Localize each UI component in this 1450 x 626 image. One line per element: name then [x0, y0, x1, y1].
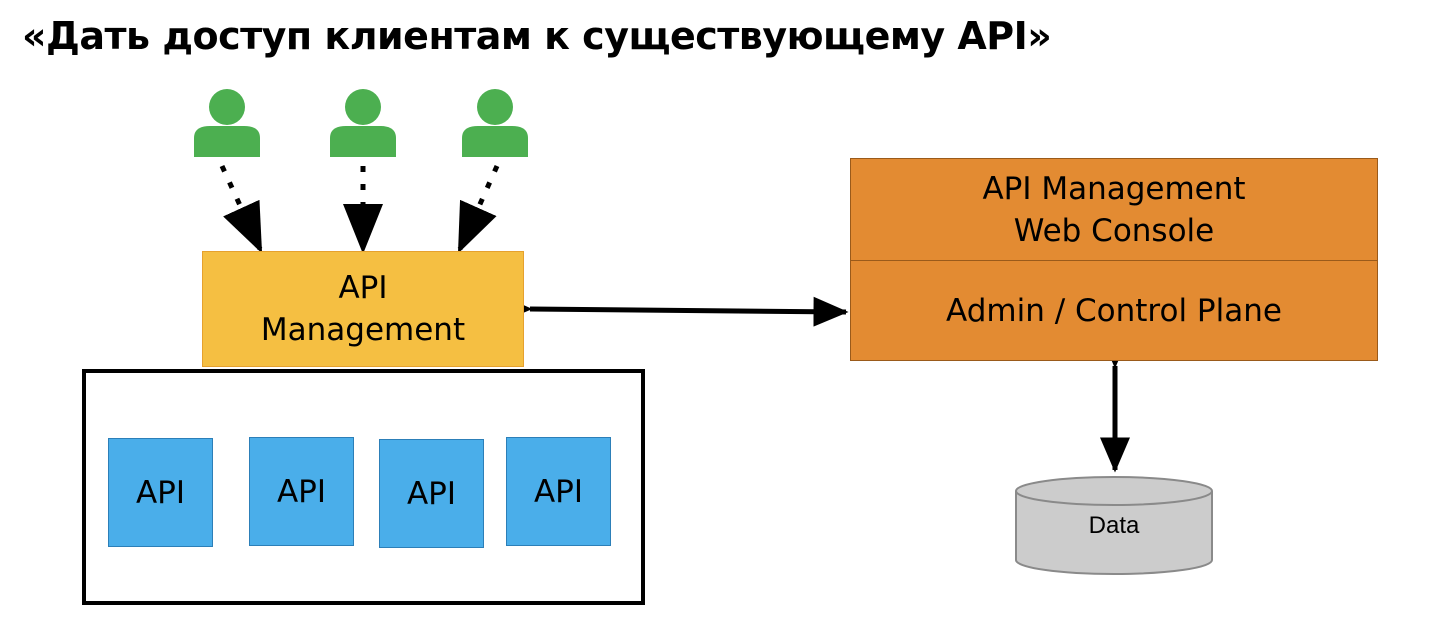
client-user-icon-3 — [462, 89, 528, 157]
client-arrow-3 — [457, 164, 500, 254]
api-label: API — [406, 475, 457, 512]
client-arrow-1 — [219, 164, 263, 254]
control-plane-label: Admin / Control Plane — [946, 292, 1282, 329]
api-label: API — [276, 473, 327, 510]
gateway-control-arrow — [497, 293, 849, 327]
api-box: API — [379, 439, 484, 548]
database-label: Data — [1088, 512, 1140, 539]
web-console-label-line1: API Management — [982, 170, 1246, 207]
api-box: API — [506, 437, 611, 546]
api-label: API — [135, 474, 186, 511]
api-box: API — [249, 437, 354, 546]
web-console-label-line2: Web Console — [1013, 212, 1215, 249]
api-management-gateway: API Management — [202, 251, 524, 367]
api-box: API — [108, 438, 213, 547]
gateway-label-line2: Management — [260, 312, 466, 348]
web-console-box: API Management Web Console — [850, 158, 1378, 261]
gateway-label-line1: API — [338, 270, 388, 306]
database-cylinder-icon — [1015, 476, 1213, 575]
client-user-icon-2 — [330, 89, 396, 157]
diagram-title: «Дать доступ клиентам к существующему AP… — [22, 14, 1052, 58]
client-user-icon-1 — [194, 89, 260, 157]
api-label: API — [533, 473, 584, 510]
control-plane-box: Admin / Control Plane — [850, 260, 1378, 361]
